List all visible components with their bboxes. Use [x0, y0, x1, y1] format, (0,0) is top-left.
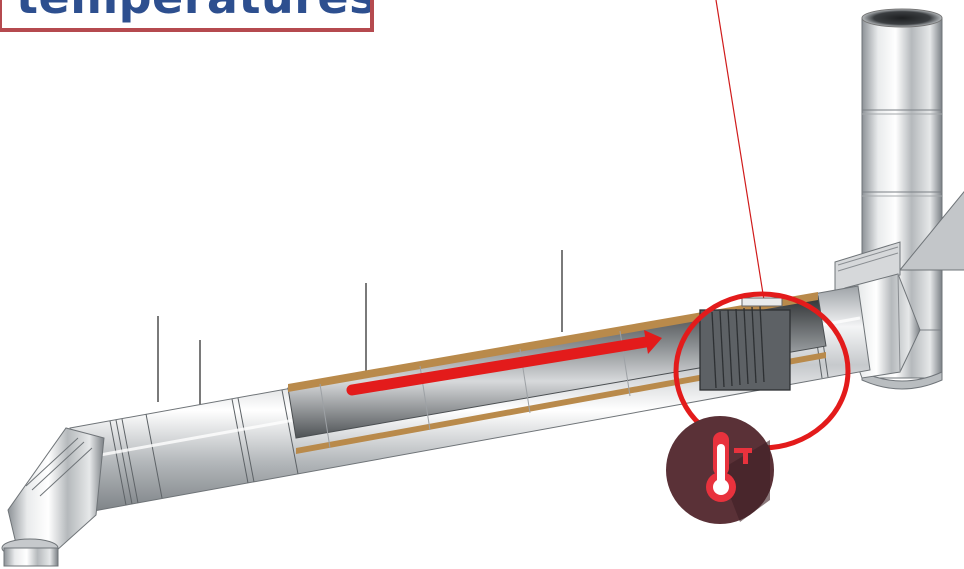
- flow-direction-arrow-icon: [346, 330, 662, 396]
- cutaway-section: [287, 292, 827, 454]
- temperature-badge: [666, 416, 774, 524]
- inner-joint: [699, 305, 791, 391]
- leader-line-red: [715, 0, 765, 301]
- wall-bracket: [834, 190, 964, 293]
- title-box: temperatures: [0, 0, 374, 32]
- left-elbow: [1, 427, 105, 567]
- page-title: temperatures: [16, 0, 370, 24]
- thermometer-icon: [706, 432, 752, 502]
- insulation-bottom: [296, 352, 826, 454]
